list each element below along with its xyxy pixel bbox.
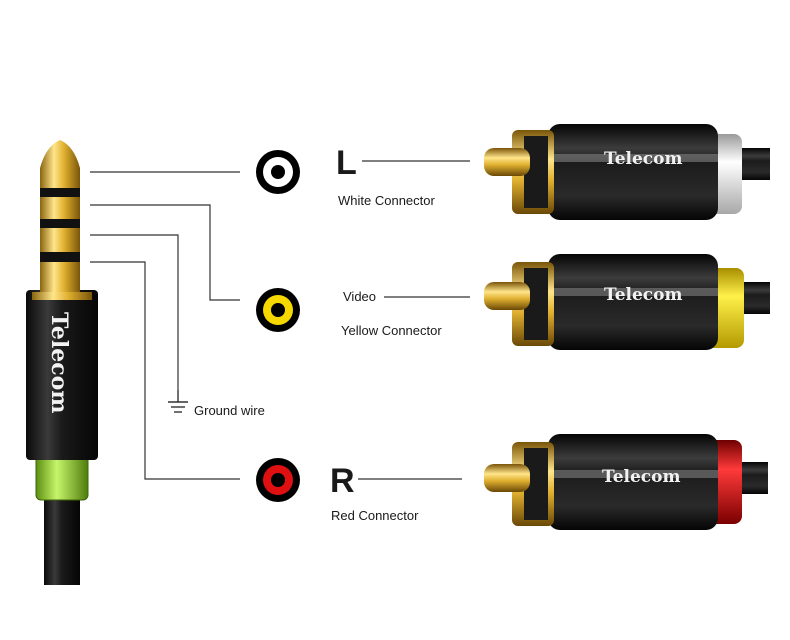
jack-sleeve [40,262,80,292]
label-red-connector: Red Connector [331,508,419,523]
jack-ring-2 [40,228,80,252]
ground-icon [168,390,188,413]
label-left-channel: L [336,144,357,182]
rca-plug-white [484,124,770,220]
plug-red-pin [484,464,530,492]
label-right-channel: R [330,462,355,500]
plug-yellow-brand: Telecom [604,285,682,305]
plug-white-body [548,124,718,220]
jack-brand: Telecom [46,312,72,414]
plug-yellow-body [548,254,718,350]
jack-body [26,290,98,460]
socket-red-icon [256,458,300,502]
plug-white-brand: Telecom [604,149,682,169]
label-ground-wire: Ground wire [194,403,265,418]
plug-red-brand: Telecom [602,467,680,487]
plug-yellow-pin [484,282,530,310]
label-video: Video [343,289,377,304]
jack-plug [26,140,98,585]
jack-insulator-2 [40,219,80,228]
rca-plug-red [484,434,768,530]
jack-body-gold-band [32,292,92,300]
jack-ring-1 [40,197,80,219]
jack-cable [44,495,80,585]
line-ground [90,234,179,390]
label-yellow-connector: Yellow Connector [341,323,442,338]
line-video [90,204,240,301]
jack-insulator-1 [40,188,80,197]
rca-plug-yellow [484,254,770,350]
plug-red-body [548,434,718,530]
line-right-channel [90,261,240,480]
plug-white-pin [484,148,530,176]
socket-white-icon [256,150,300,194]
jack-tip [40,140,80,188]
jack-insulator-3 [40,252,80,262]
connection-lines [90,160,470,480]
label-white-connector: White Connector [338,193,435,208]
socket-yellow-icon [256,288,300,332]
